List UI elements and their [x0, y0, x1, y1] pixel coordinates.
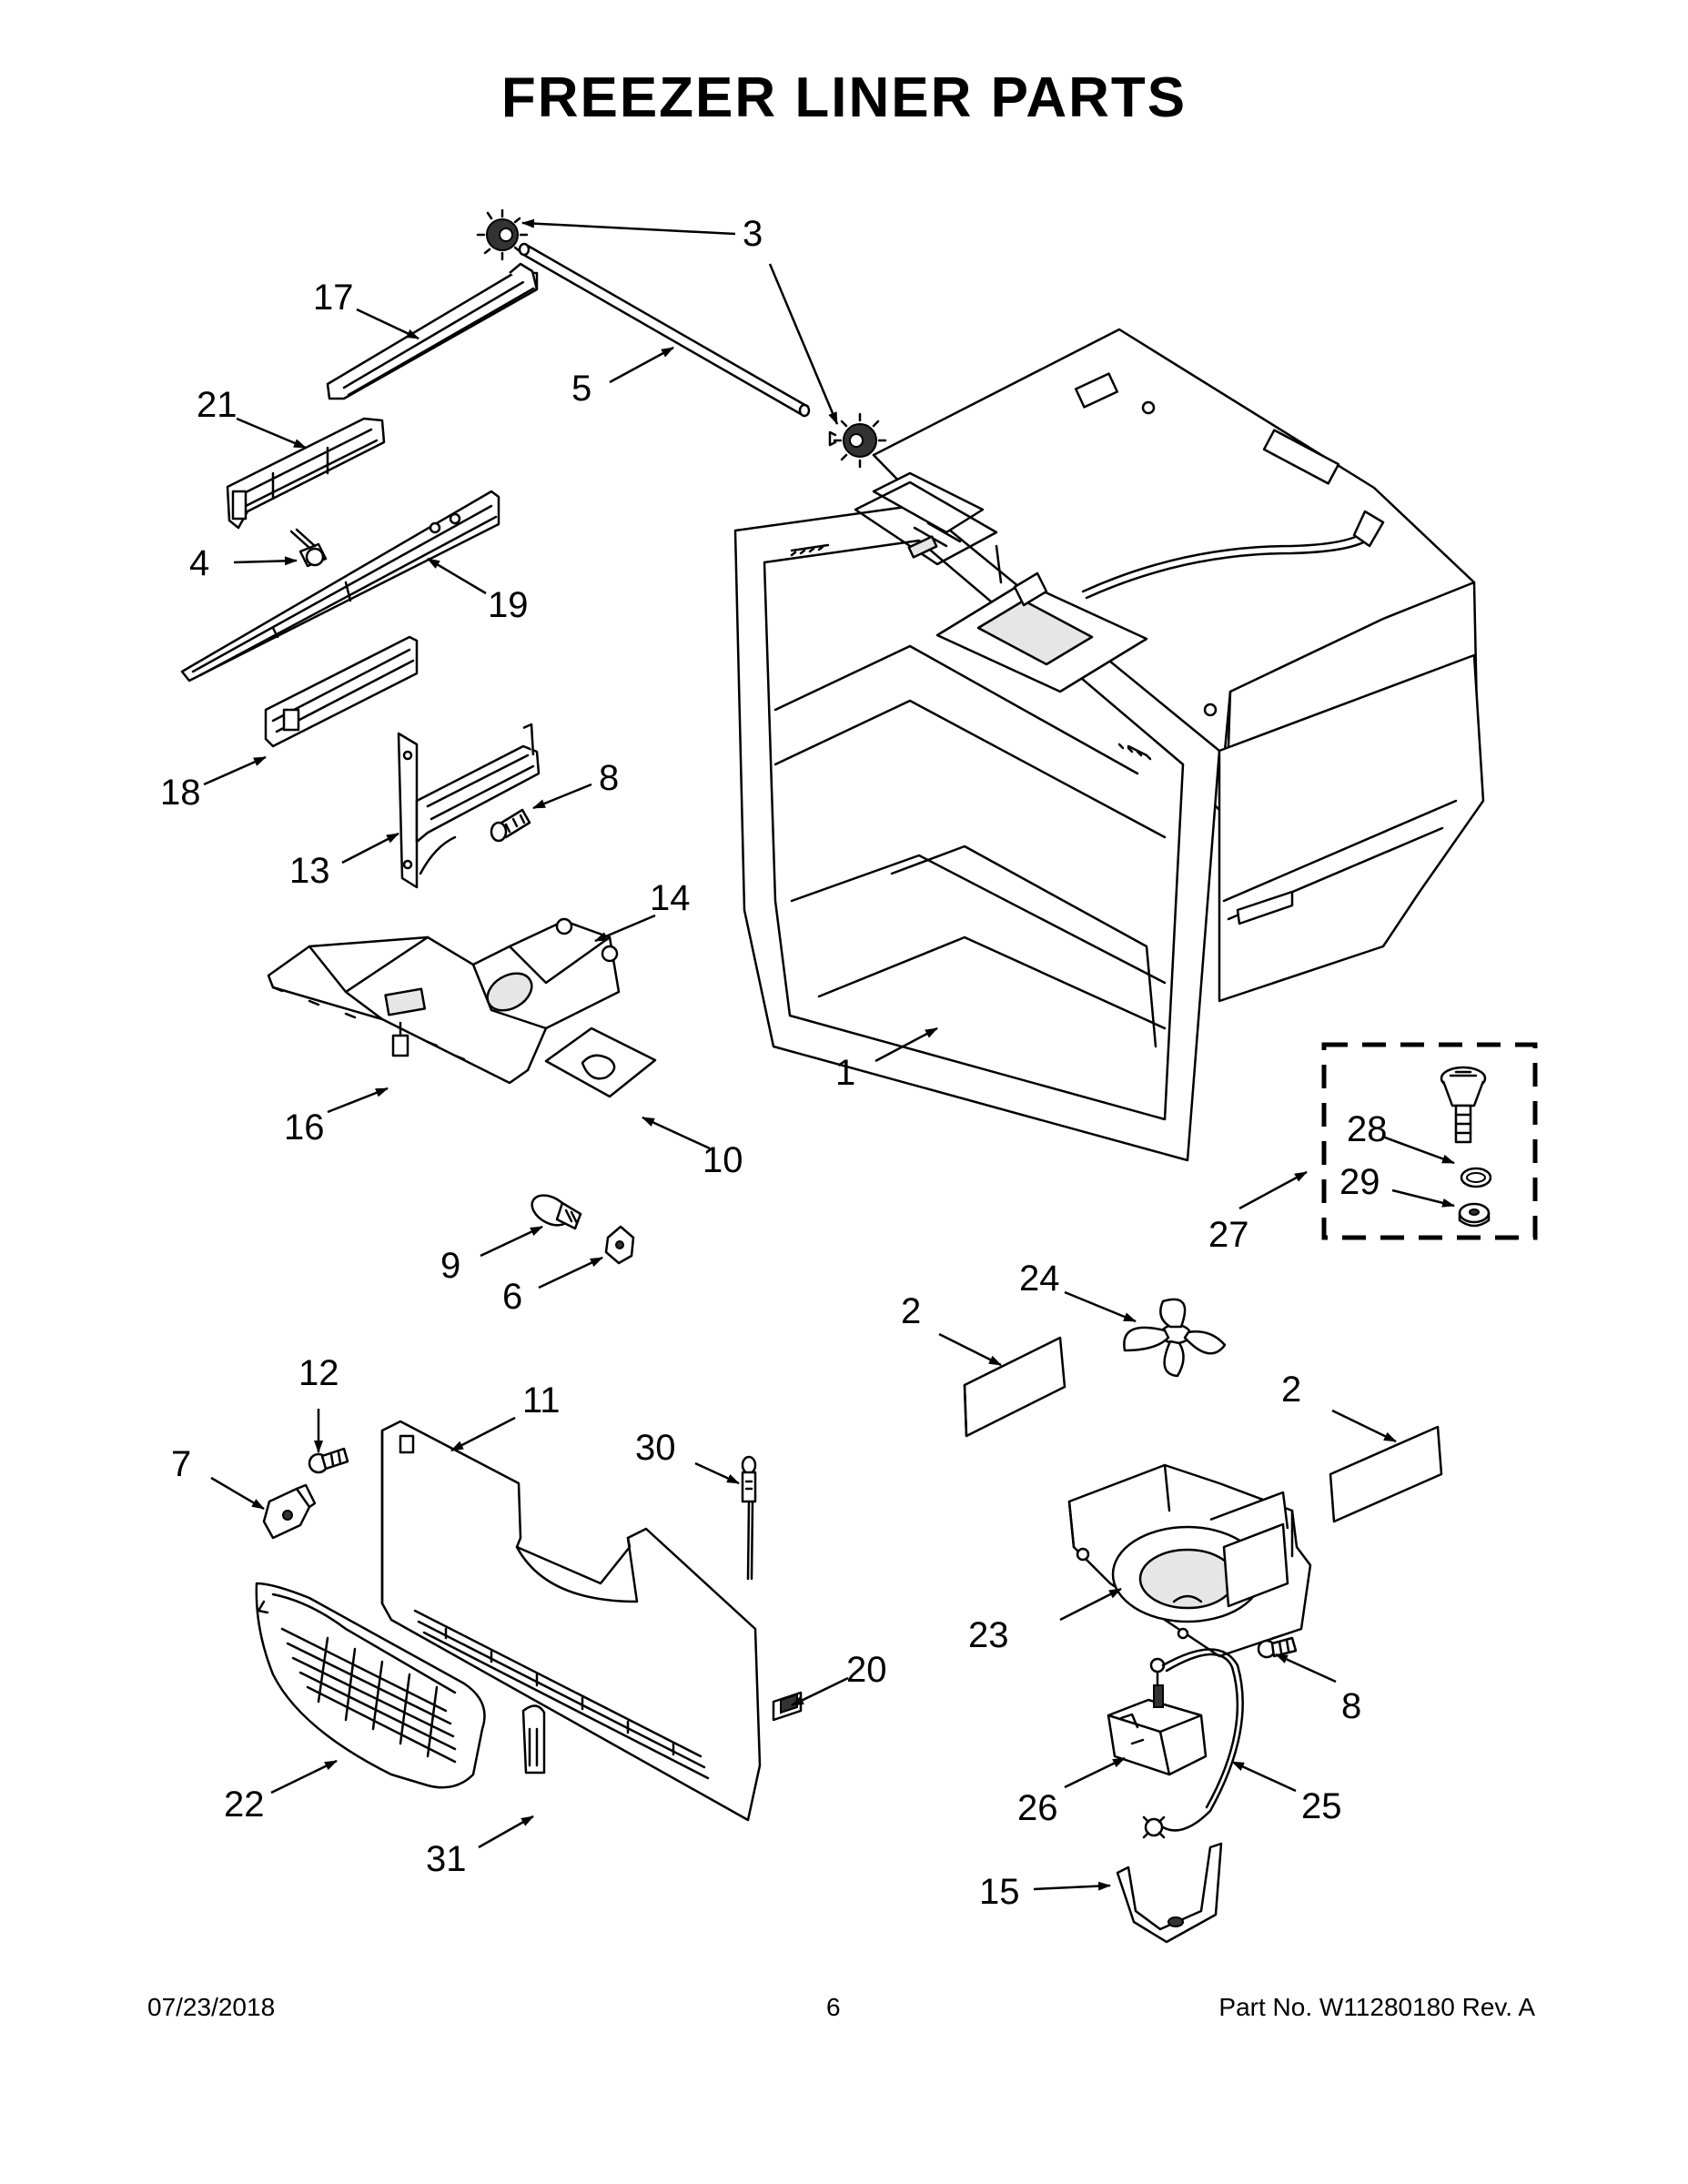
- callout-28: 28: [1347, 1109, 1388, 1149]
- part-15-bracket: [1116, 1842, 1223, 1944]
- callout-20: 20: [846, 1650, 887, 1690]
- part-28-valve: [1440, 1066, 1487, 1144]
- part-16-clip: [391, 1021, 409, 1057]
- callout-14: 14: [650, 878, 691, 918]
- callout-18: 18: [160, 773, 201, 813]
- part-2-pad-right: [1329, 1425, 1443, 1523]
- part-24-fan-blade: [1123, 1298, 1227, 1378]
- callout-22: 22: [224, 1785, 265, 1825]
- part-3-gear-bottom: [828, 412, 887, 469]
- part-8-screw-upper: [490, 808, 531, 843]
- part-18-short-rail: [264, 635, 419, 748]
- callout-23: 23: [968, 1615, 1009, 1655]
- part-14-duct-housing: [267, 917, 621, 1085]
- part-2-pad-left: [963, 1336, 1066, 1438]
- callout-2: 2: [1281, 1370, 1301, 1410]
- callout-2: 2: [901, 1291, 921, 1331]
- part-26-fan-motor: [1107, 1657, 1208, 1776]
- callout-30: 30: [635, 1428, 676, 1468]
- part-17-rail: [326, 262, 539, 400]
- callout-1: 1: [835, 1053, 855, 1093]
- part-29-oring: [1460, 1167, 1492, 1188]
- part-23-fan-housing: [1067, 1463, 1312, 1658]
- callout-27: 27: [1208, 1215, 1249, 1255]
- part-30-sensor: [741, 1455, 757, 1581]
- leader-lines: [203, 218, 1455, 1891]
- callout-9: 9: [440, 1246, 460, 1286]
- callout-11: 11: [522, 1380, 561, 1421]
- callout-7: 7: [171, 1444, 191, 1484]
- callout-24: 24: [1019, 1259, 1060, 1299]
- part-1-freezer-liner: [733, 328, 1485, 1162]
- part-8-screw-lower: [1257, 1636, 1298, 1659]
- part-5-rod: [518, 242, 811, 418]
- part-27-kit-box: [1321, 1042, 1538, 1240]
- page-title: FREEZER LINER PARTS: [500, 66, 1188, 129]
- part-19-slide-rail: [180, 490, 500, 682]
- callout-13: 13: [289, 851, 330, 891]
- footer-part-number: Part No. W11280180 Rev. A: [1218, 1993, 1535, 2021]
- part-7-fitting: [262, 1483, 317, 1540]
- part-22-grille: [255, 1582, 486, 1789]
- part-21-bracket: [226, 417, 386, 530]
- part-12-screw: [308, 1447, 349, 1474]
- part-13-side-bracket: [397, 723, 541, 889]
- part-31-clip: [521, 1704, 546, 1774]
- part-4-screw: [289, 528, 328, 568]
- callout-8: 8: [1341, 1686, 1361, 1726]
- callout-8: 8: [599, 758, 619, 798]
- callout-6: 6: [502, 1277, 522, 1317]
- callout-17: 17: [313, 278, 354, 318]
- part-10-seal: [544, 1026, 657, 1098]
- callout-12: 12: [298, 1353, 339, 1393]
- callout-5: 5: [571, 369, 591, 409]
- part-11-rear-panel: [380, 1420, 762, 1822]
- part-25-wire-harness: [1142, 1648, 1244, 1839]
- callout-labels: 1 2 2 3 4 5 6 7 8 8 9 10 11 12 13 14 15 …: [160, 214, 1388, 1912]
- callout-10: 10: [702, 1140, 743, 1180]
- callout-29: 29: [1339, 1162, 1380, 1202]
- footer-date: 07/23/2018: [147, 1993, 276, 2021]
- callout-21: 21: [197, 385, 238, 425]
- callout-26: 26: [1017, 1788, 1058, 1828]
- callout-3: 3: [743, 214, 763, 254]
- callout-16: 16: [284, 1107, 325, 1148]
- callout-4: 4: [189, 543, 209, 583]
- part-9-bulb: [531, 1194, 582, 1230]
- part-20-strip: [772, 1691, 803, 1722]
- footer-page-number: 6: [826, 1993, 841, 2021]
- part-6-socket: [604, 1225, 635, 1265]
- part-3-gear-top: [476, 208, 529, 261]
- callout-31: 31: [426, 1839, 467, 1879]
- part-29-washer: [1458, 1202, 1491, 1228]
- callout-15: 15: [979, 1872, 1020, 1912]
- callout-19: 19: [488, 585, 529, 625]
- callout-25: 25: [1301, 1786, 1342, 1826]
